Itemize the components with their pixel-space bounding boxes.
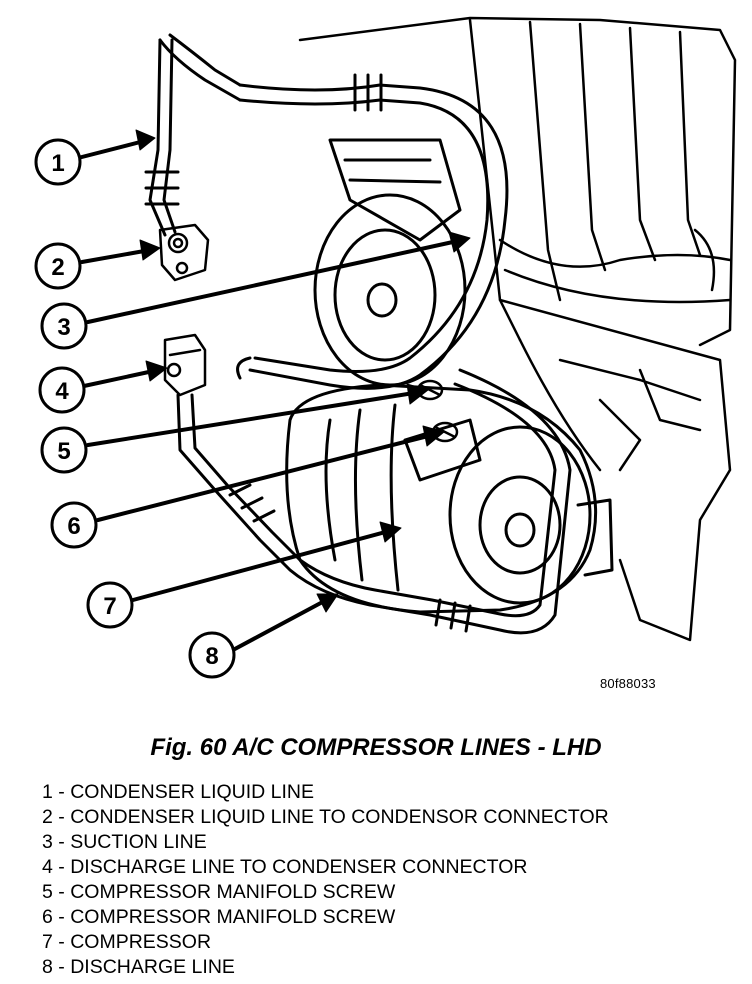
legend-num: 7 — [42, 931, 53, 953]
legend-item: 4 - DISCHARGE LINE TO CONDENSER CONNECTO… — [42, 856, 528, 878]
legend-num: 8 — [42, 956, 53, 978]
legend-item: 8 - DISCHARGE LINE — [42, 956, 235, 978]
legend-num: 3 — [42, 831, 53, 853]
legend-list: 1 - CONDENSER LIQUID LINE 2 - CONDENSER … — [42, 780, 609, 980]
liquid-line — [144, 33, 242, 237]
legend-item: 2 - CONDENSER LIQUID LINE TO CONDENSOR C… — [42, 806, 609, 828]
legend-item: 3 - SUCTION LINE — [42, 831, 207, 853]
figure-caption: Fig. 60 A/C COMPRESSOR LINES - LHD — [150, 734, 602, 761]
suction-line — [236, 73, 509, 390]
legend-num: 1 — [42, 781, 53, 803]
legend-item: 7 - COMPRESSOR — [42, 931, 212, 953]
callout-7: 7 — [103, 593, 116, 620]
callout-5: 5 — [57, 438, 70, 465]
legend-num: 2 — [42, 806, 53, 828]
legend-text: COMPRESSOR — [70, 931, 212, 953]
liquid-line-connector — [158, 223, 210, 282]
callout-1: 1 — [51, 150, 64, 177]
legend-text: CONDENSER LIQUID LINE TO CONDENSOR CONNE… — [70, 806, 609, 828]
callout-circles — [34, 138, 236, 679]
legend-item: 6 - COMPRESSOR MANIFOLD SCREW — [42, 906, 396, 928]
legend-num: 4 — [42, 856, 53, 878]
callout-3: 3 — [57, 314, 70, 341]
callout-4: 4 — [55, 378, 69, 405]
callout-2: 2 — [51, 254, 64, 281]
pulley — [313, 138, 467, 387]
legend-item: 1 - CONDENSER LIQUID LINE — [42, 781, 315, 803]
callout-8: 8 — [205, 643, 218, 670]
legend-num: 5 — [42, 881, 53, 903]
compressor-lines-diagram: 1 2 3 4 5 6 7 8 — [34, 16, 737, 679]
leader-lines — [76, 129, 471, 652]
engine-manifold — [298, 16, 737, 642]
figure-code: 80f88033 — [600, 676, 656, 691]
legend-text: CONDENSER LIQUID LINE — [70, 781, 315, 803]
discharge-line — [176, 368, 572, 635]
discharge-connector — [163, 333, 207, 397]
callout-6: 6 — [67, 513, 80, 540]
legend-text: COMPRESSOR MANIFOLD SCREW — [70, 906, 396, 928]
legend-text: DISCHARGE LINE TO CONDENSER CONNECTOR — [70, 856, 528, 878]
legend-text: DISCHARGE LINE — [70, 956, 235, 978]
legend-text: SUCTION LINE — [70, 831, 207, 853]
legend-num: 6 — [42, 906, 53, 928]
legend-text: COMPRESSOR MANIFOLD SCREW — [70, 881, 396, 903]
legend-item: 5 - COMPRESSOR MANIFOLD SCREW — [42, 881, 396, 903]
